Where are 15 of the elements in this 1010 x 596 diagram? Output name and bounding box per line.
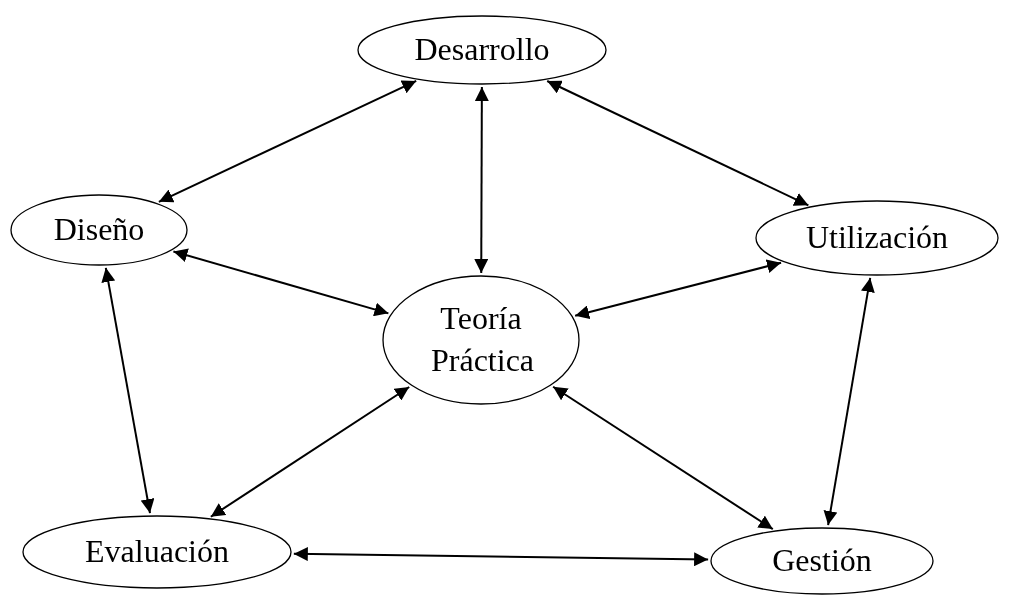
double-arrow [172, 248, 390, 317]
double-arrow [157, 79, 418, 203]
double-arrow [823, 276, 875, 527]
node-label: Diseño [53, 210, 145, 250]
node-label: Gestión [772, 541, 872, 581]
double-arrow [292, 547, 710, 567]
double-arrow [574, 259, 783, 320]
double-arrow [101, 266, 155, 515]
node-label: Evaluación [85, 532, 229, 572]
double-arrow [552, 385, 774, 531]
double-arrow [474, 86, 489, 274]
node-label: Desarrollo [414, 30, 550, 70]
double-arrow [546, 80, 810, 207]
node-label: Utilización [805, 218, 949, 258]
double-arrow [209, 386, 411, 518]
